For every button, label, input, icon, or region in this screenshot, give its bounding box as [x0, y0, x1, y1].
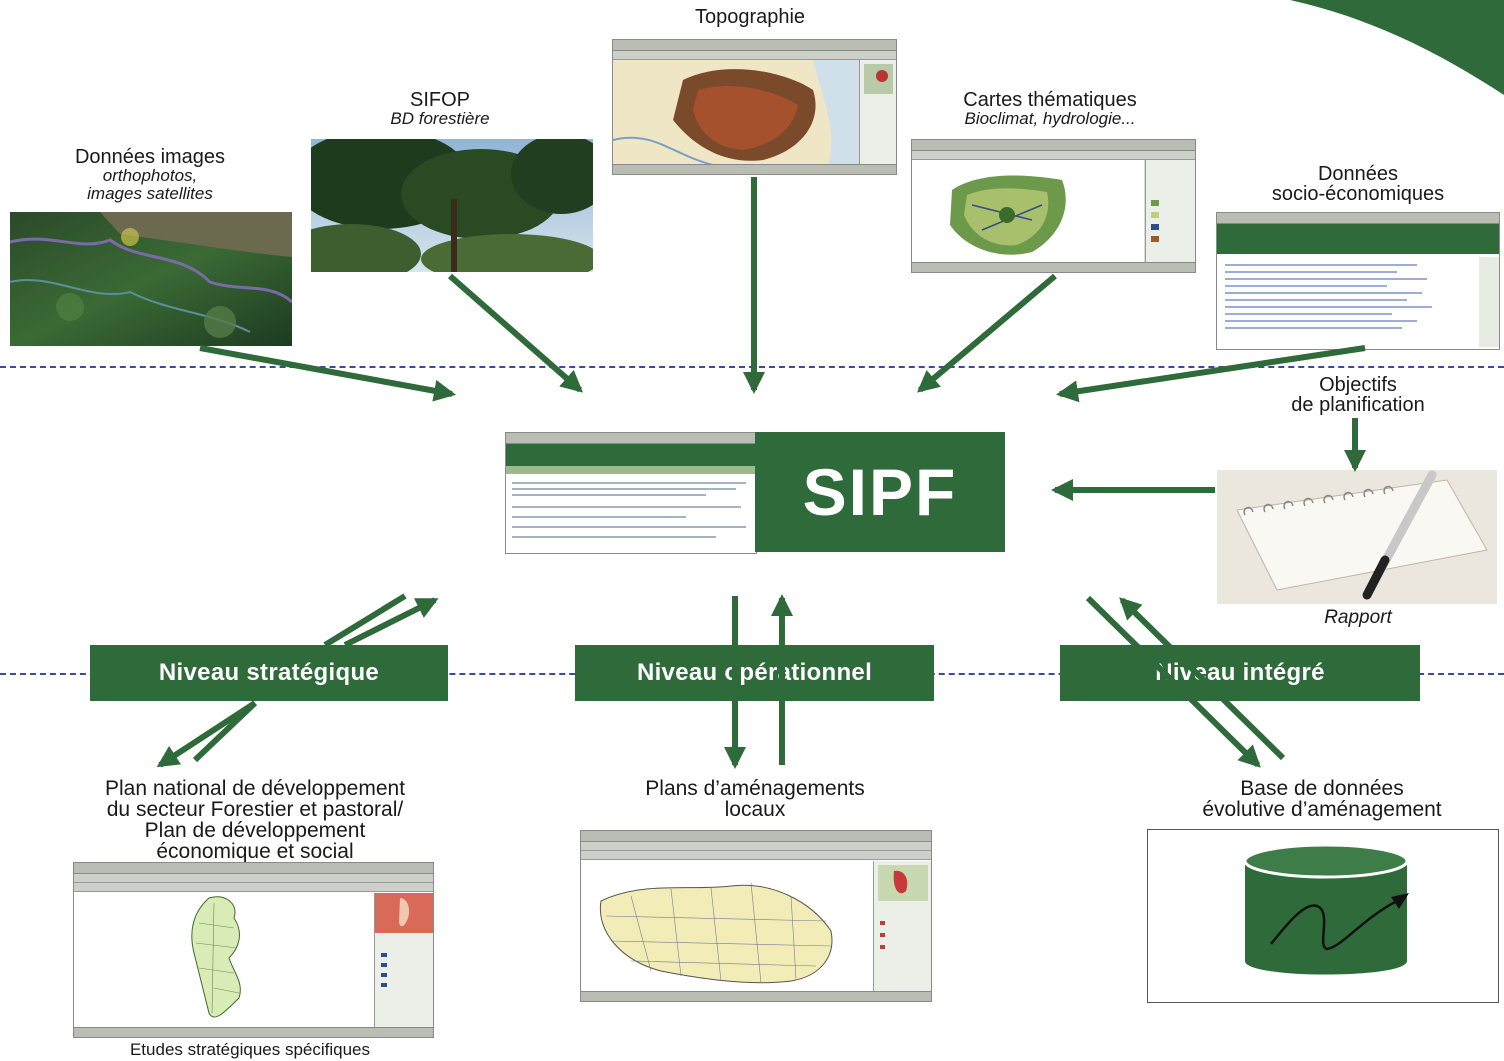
socio-economic-screenshot [1216, 212, 1500, 350]
label-thematic: Cartes thématiques Bioclimat, hydrologie… [963, 89, 1137, 128]
label-planning-objectives: Objectifs de planification [1291, 374, 1425, 416]
level-operational: Niveau opérationnel [575, 645, 934, 701]
label-topographie: Topographie [694, 6, 806, 28]
national-plan-screenshot [73, 862, 434, 1038]
level-integrated: Niveau intégré [1060, 645, 1420, 701]
sipf-title: SIPF [755, 432, 1005, 552]
label-images: Données images orthophotos, images satel… [74, 146, 226, 203]
satellite-image [10, 212, 292, 346]
forest-photo [311, 139, 593, 272]
corner-decoration [1290, 0, 1504, 95]
sipf-screenshot [505, 432, 757, 554]
level-strategic: Niveau stratégique [90, 645, 448, 701]
label-socio: Données socio-économiques [1271, 163, 1445, 205]
topographie-screenshot [612, 39, 897, 175]
label-local-plans: Plans d’aménagements locaux [645, 777, 865, 821]
local-plans-screenshot [580, 830, 932, 1002]
label-sifop: SIFOP BD forestière [390, 89, 490, 128]
report-photo [1217, 470, 1497, 604]
label-report: Rapport [1324, 607, 1392, 628]
label-strategic-studies: Etudes stratégiques spécifiques [129, 1040, 371, 1059]
thematic-map-screenshot [911, 139, 1196, 273]
database-icon [1243, 843, 1409, 975]
label-database: Base de données évolutive d’aménagement [1202, 777, 1442, 821]
label-national-plan: Plan national de développement du secteu… [104, 777, 406, 863]
